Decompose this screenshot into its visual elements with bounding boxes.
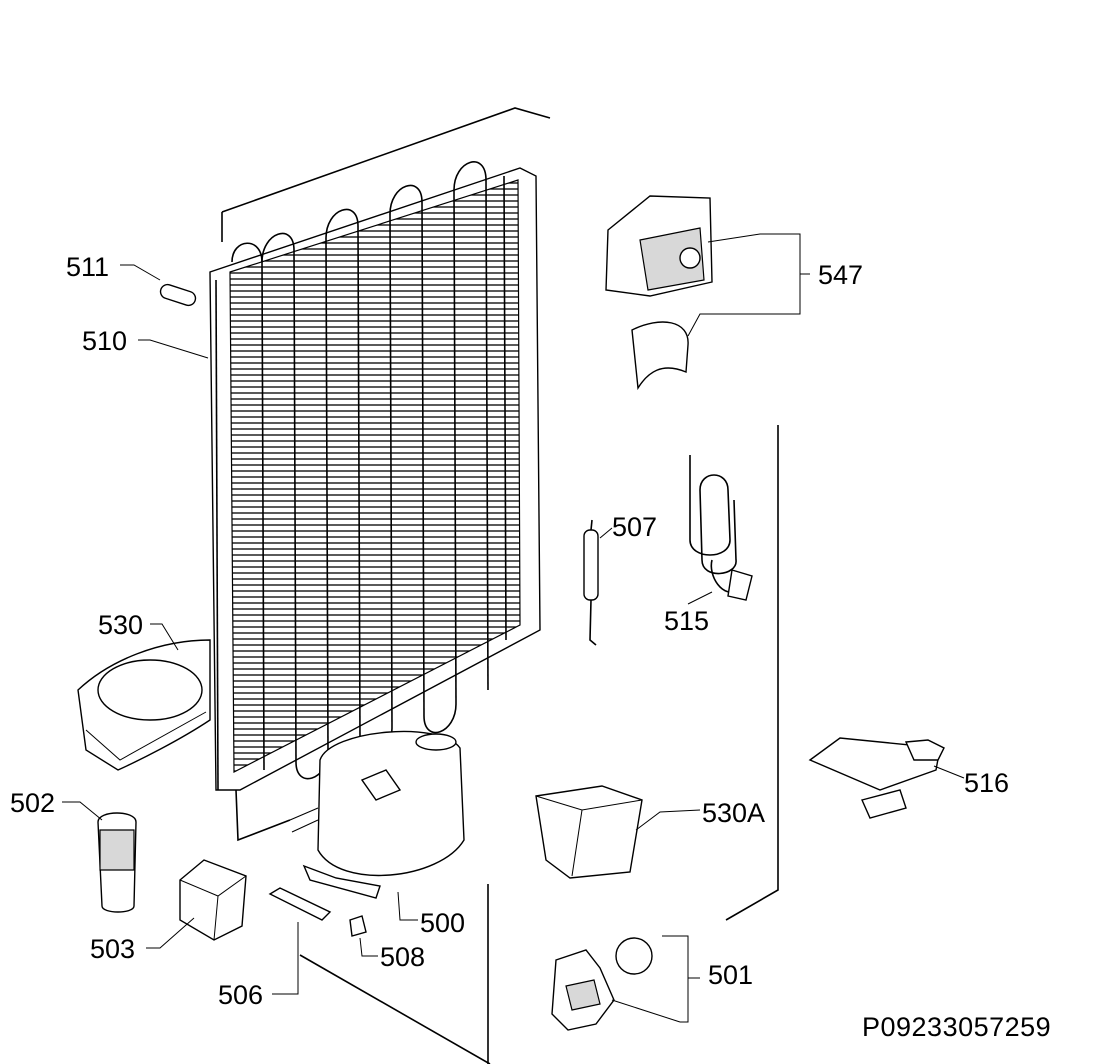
label-507: 507 [612, 512, 657, 542]
part-530-tray [77, 639, 211, 771]
part-516-bracket [808, 737, 945, 819]
label-506: 506 [218, 980, 263, 1010]
part-515-cable [689, 455, 753, 601]
label-508: 508 [380, 942, 425, 972]
part-507-dryer [583, 519, 599, 646]
label-516: 516 [964, 768, 1009, 798]
condenser [209, 161, 541, 842]
label-530: 530 [98, 610, 143, 640]
reference-code: P09233057259 [862, 1012, 1051, 1042]
label-530a: 530A [702, 798, 765, 828]
label-547: 547 [818, 260, 863, 290]
label-502: 502 [10, 788, 55, 818]
part-503-box [179, 859, 247, 941]
part-530a-cup [535, 785, 643, 879]
label-515: 515 [664, 606, 709, 636]
label-511: 511 [66, 252, 109, 282]
part-501-starter [551, 937, 653, 1031]
part-547-thermostat [605, 195, 713, 391]
cabinet-outline [221, 107, 779, 1064]
leader-lines [62, 233, 965, 1023]
part-508-nut [349, 915, 367, 937]
part-500-compressor [289, 730, 465, 899]
part-506-plate [268, 887, 332, 921]
label-500: 500 [420, 908, 465, 938]
label-503: 503 [90, 934, 135, 964]
label-510: 510 [82, 326, 127, 356]
part-502-relay [97, 812, 137, 913]
label-501: 501 [708, 960, 753, 990]
part-511-tube [159, 283, 197, 307]
